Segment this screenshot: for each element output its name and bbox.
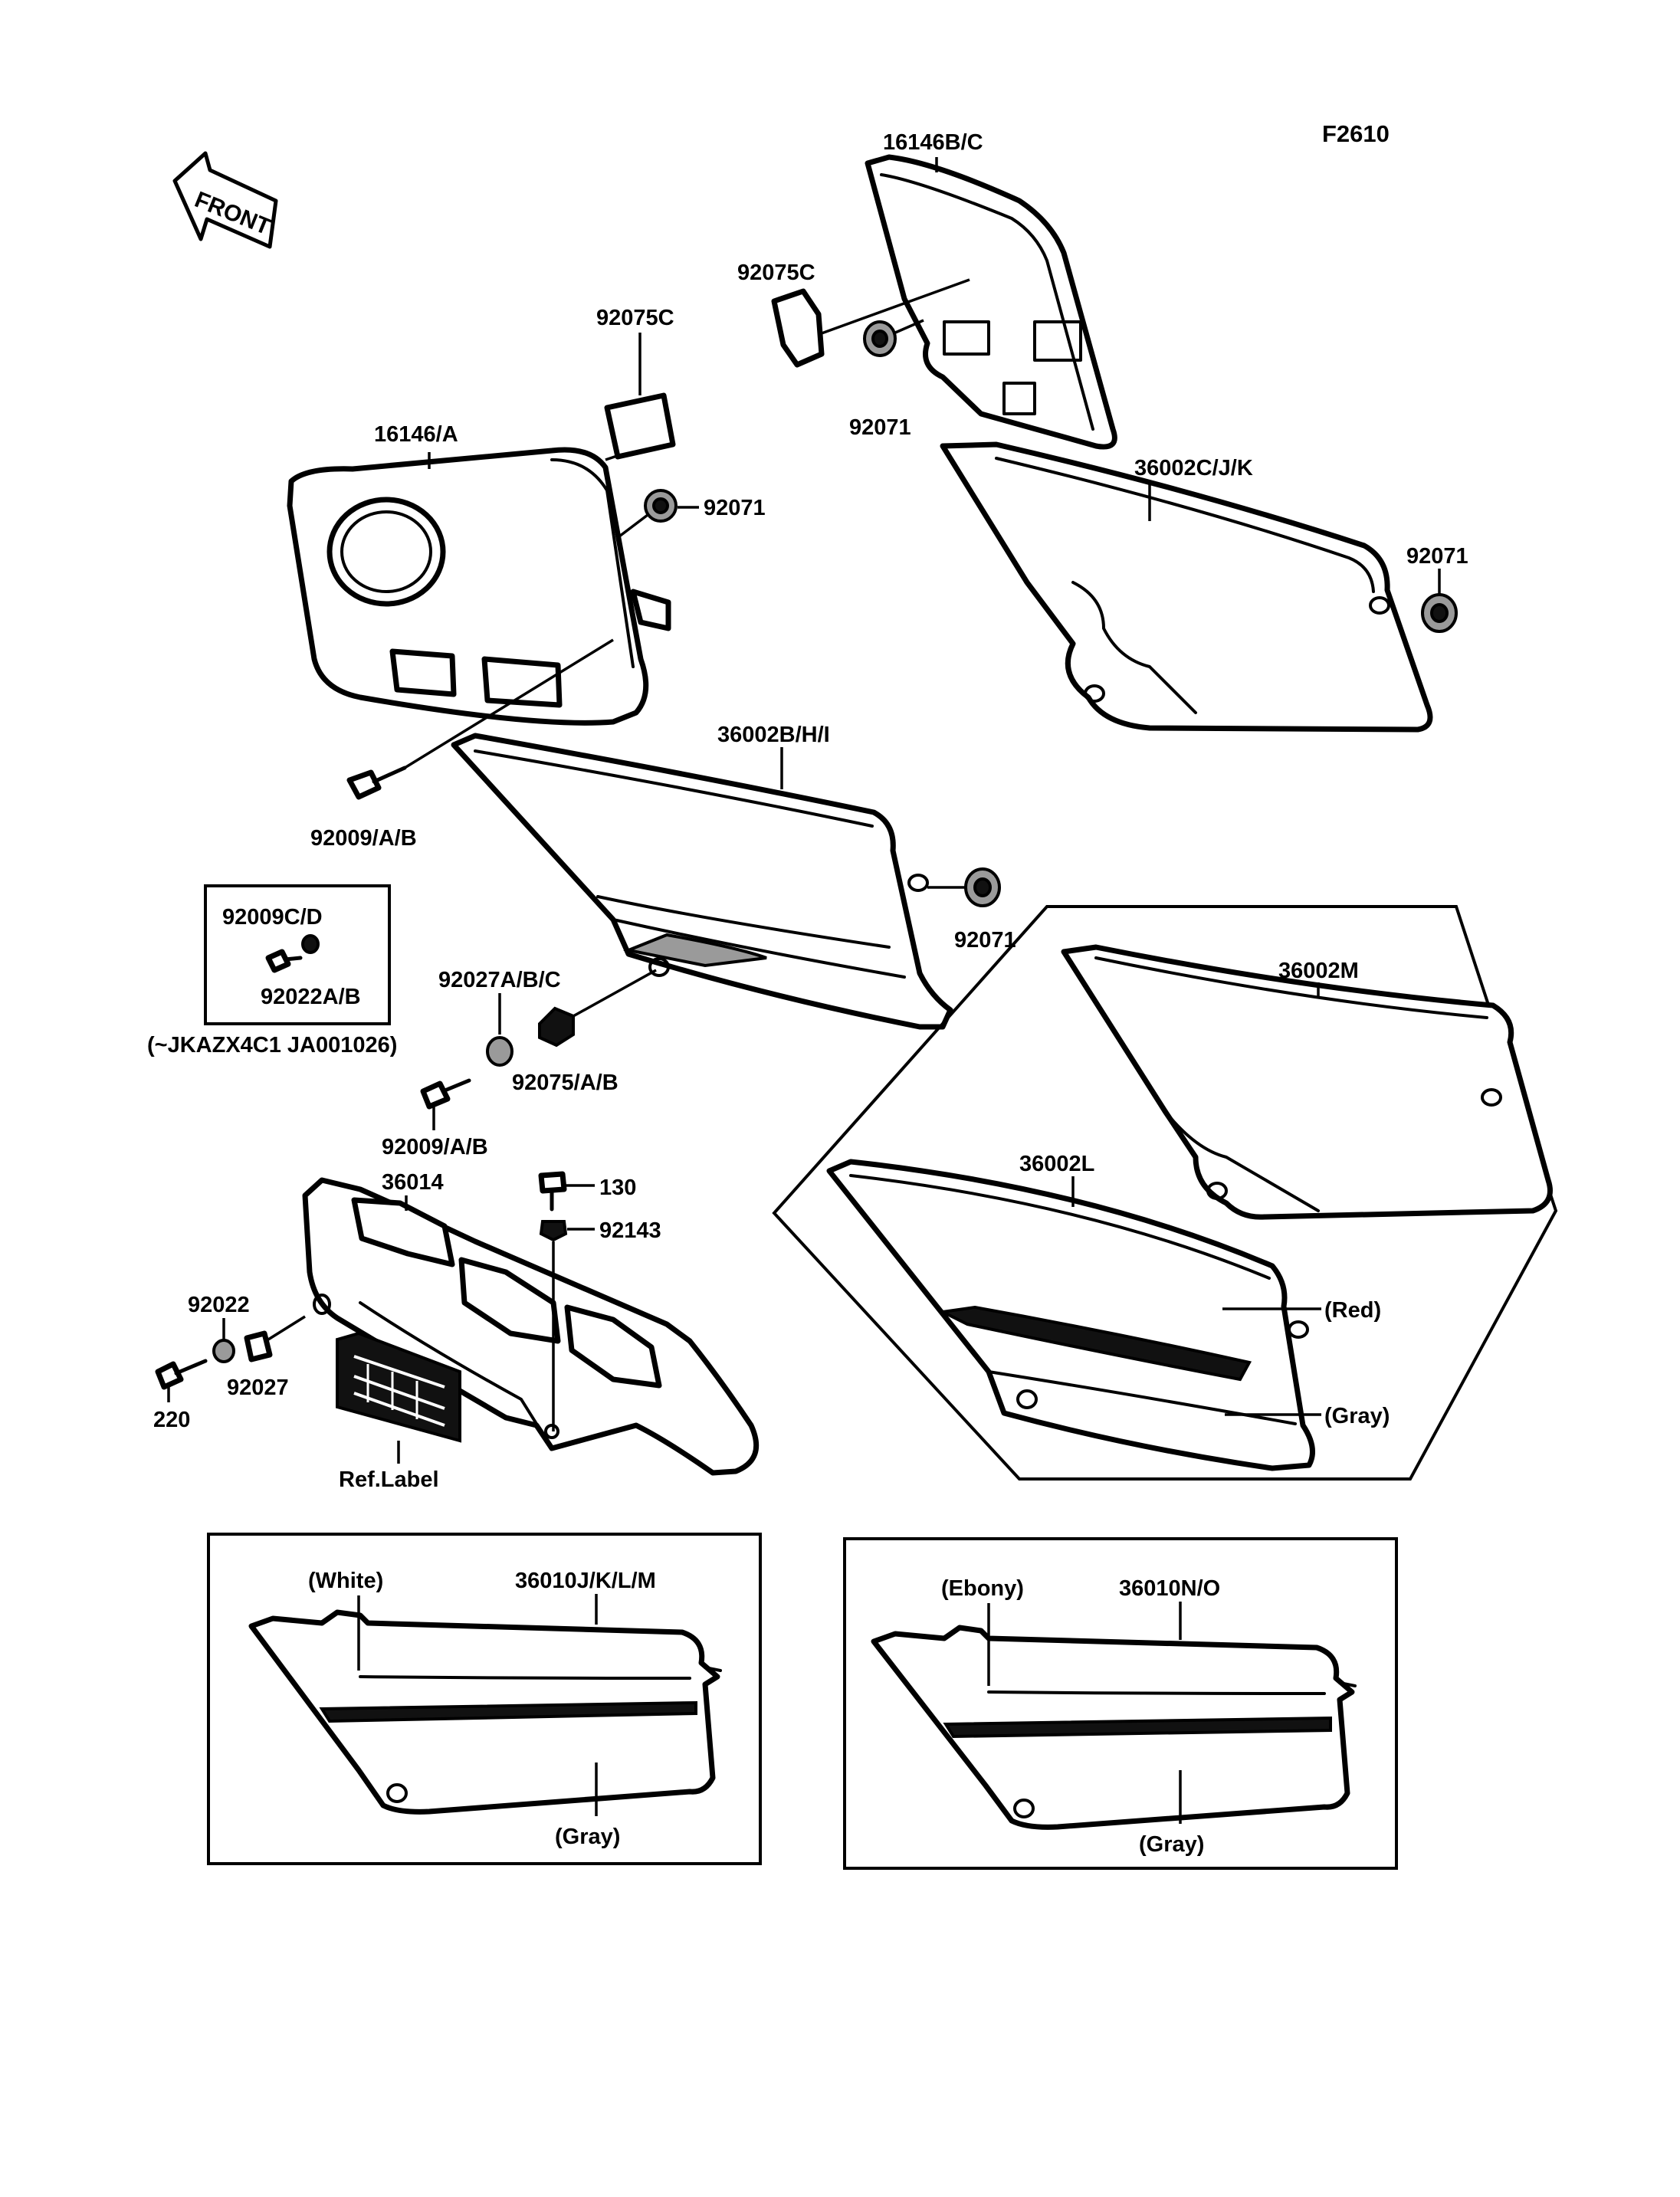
label-92075c-left: 92075C: [596, 306, 674, 330]
label-92071-a: 92071: [704, 496, 766, 520]
label-36002bhi: 36002B/H/I: [717, 723, 830, 747]
label-gray-1: (Gray): [1324, 1404, 1390, 1428]
ref-label-plate: [336, 1331, 461, 1443]
label-16146a: 16146/A: [374, 422, 458, 447]
label-ebony: (Ebony): [941, 1576, 1024, 1601]
part-16146a-cover: [287, 447, 671, 726]
front-arrow-icon: FRONT: [172, 151, 278, 249]
label-36002l: 36002L: [1019, 1152, 1094, 1176]
part-92075c-left-pad: [604, 392, 676, 460]
part-36014-tail-cover: [302, 1177, 760, 1476]
label-white: (White): [308, 1569, 383, 1593]
label-36010no: 36010N/O: [1119, 1576, 1220, 1601]
part-92071-a-grommet: [644, 489, 678, 523]
label-ref-label: Ref.Label: [339, 1467, 439, 1492]
mount-92071-mid: [907, 874, 929, 892]
part-92027abc-washer: [486, 1036, 514, 1067]
label-36002cjk: 36002C/J/K: [1134, 456, 1253, 480]
label-92022ab: 92022A/B: [261, 985, 361, 1009]
figure-code: F2610: [1322, 120, 1390, 147]
part-92075c-top-pad: [771, 288, 825, 368]
leader-92009ab-1: [404, 638, 614, 769]
label-92022: 92022: [188, 1293, 250, 1317]
leader-92075ab: [573, 969, 657, 1018]
part-16146bc-cover: [865, 154, 1117, 450]
part-36002m-side-cover: [1061, 944, 1553, 1220]
part-220-bolt: [155, 1359, 208, 1390]
part-36002l-side-cover: [826, 1159, 1315, 1471]
label-36014: 36014: [382, 1170, 444, 1195]
part-92071-top-grommet: [863, 320, 897, 357]
label-92009ab-1: 92009/A/B: [310, 826, 417, 851]
label-92027abc: 92027A/B/C: [438, 968, 561, 992]
part-92075ab-nut: [538, 1006, 575, 1048]
inset-frame-36002: [772, 905, 1558, 1481]
inset-box-92009cd: [204, 884, 391, 1025]
part-36002bhi-side-cover: [451, 733, 953, 1030]
part-92022-washer: [212, 1339, 235, 1363]
part-92009cd-bolt: [265, 949, 303, 973]
part-92022ab-washer: [301, 934, 320, 954]
inset-box-36010jklm: [207, 1533, 762, 1865]
part-92143-grommet: [539, 1220, 568, 1242]
label-serial: (~JKAZX4C1 JA001026): [147, 1033, 397, 1058]
label-red: (Red): [1324, 1298, 1381, 1323]
label-92009ab-2: 92009/A/B: [382, 1135, 488, 1159]
leader-92071-top: [893, 319, 924, 335]
part-92027-collar: [244, 1330, 273, 1362]
leader-92075c-top: [821, 278, 970, 335]
leader-92075c-left-2: [605, 454, 620, 461]
label-92071-mid: 92071: [954, 928, 1016, 953]
part-36010no-side-cover: [871, 1625, 1357, 1830]
label-36002m: 36002M: [1278, 959, 1359, 983]
label-92075ab: 92075/A/B: [512, 1071, 619, 1095]
part-92071-mid-grommet: [964, 867, 1001, 907]
label-92071-top: 92071: [849, 415, 911, 440]
part-36010jklm-side-cover: [248, 1609, 722, 1815]
label-92027: 92027: [227, 1376, 289, 1400]
label-92075c-top: 92075C: [737, 261, 815, 285]
leader-92071-a-2: [618, 513, 649, 538]
label-92143: 92143: [599, 1218, 661, 1243]
part-92009ab-1-bolt: [346, 766, 407, 800]
label-gray-2: (Gray): [555, 1825, 620, 1849]
label-130: 130: [599, 1176, 636, 1200]
label-92071-right: 92071: [1406, 544, 1468, 569]
part-36002cjk-side-cover: [940, 441, 1433, 733]
label-220: 220: [153, 1408, 190, 1432]
inset-box-36010no: [843, 1537, 1398, 1870]
label-gray-3: (Gray): [1139, 1832, 1204, 1857]
part-130-bolt: [538, 1171, 567, 1212]
leader-92027: [267, 1315, 306, 1341]
label-92009cd: 92009C/D: [222, 905, 323, 930]
label-36010jklm: 36010J/K/L/M: [515, 1569, 656, 1593]
part-92071-right-grommet: [1421, 593, 1458, 633]
label-16146bc: 16146B/C: [883, 130, 983, 155]
part-92009ab-2-bolt: [420, 1078, 471, 1110]
